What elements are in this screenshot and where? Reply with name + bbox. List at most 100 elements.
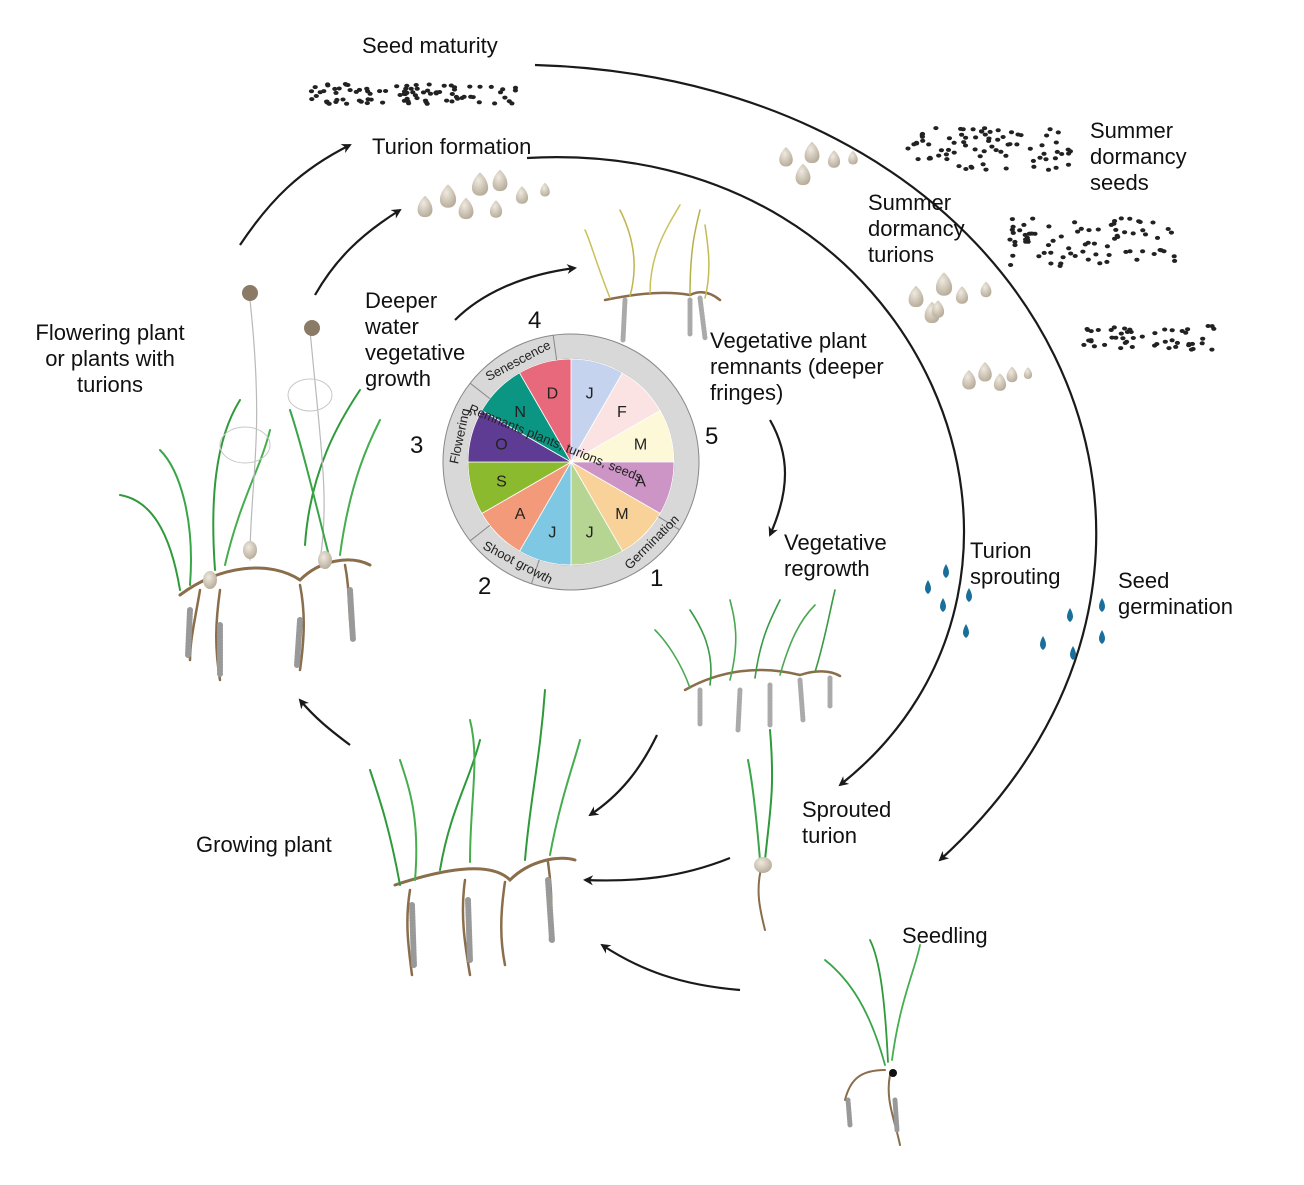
seed-dot	[444, 98, 450, 103]
seed-dot	[1057, 263, 1063, 268]
seed-dot	[451, 87, 458, 92]
arrow-to-turion-formation	[314, 208, 402, 296]
turion	[540, 182, 550, 197]
seed-dot	[1008, 130, 1015, 135]
seed-dot	[1150, 220, 1156, 225]
stage-number-3: 3	[410, 432, 424, 459]
seed-dot	[1031, 164, 1037, 169]
seed-dot	[982, 126, 988, 131]
seed-dot	[977, 154, 983, 159]
seed-dot	[414, 96, 420, 101]
seed-dot	[1088, 339, 1094, 344]
seed-dot	[1085, 257, 1091, 262]
seed-dot	[1162, 327, 1168, 332]
seed-dot	[919, 134, 926, 139]
seed-dot	[1008, 263, 1014, 267]
seed-dot	[1169, 328, 1175, 333]
arrow-regrowth-to-growing	[588, 734, 658, 817]
turion	[980, 281, 992, 298]
seed-dot	[1010, 224, 1016, 229]
month-letter: J	[586, 525, 594, 542]
seed-dot	[1173, 344, 1179, 349]
seed-dot	[1109, 335, 1115, 340]
seed-dot	[1199, 341, 1205, 346]
seed-dot	[1053, 165, 1059, 170]
seed-dot	[497, 90, 504, 95]
seed-dot	[404, 96, 410, 101]
seed-dot	[1183, 330, 1189, 335]
turion	[458, 197, 474, 220]
seed-dot	[1091, 344, 1097, 349]
turion	[827, 150, 841, 168]
seed-dot	[1046, 224, 1052, 229]
flowering-plant	[119, 285, 381, 682]
turion	[439, 184, 457, 208]
label-summer-dormancy-seeds: Summer dormancy seeds	[1090, 118, 1187, 195]
sprouted-turion-plant	[747, 729, 774, 931]
seed-dot	[943, 152, 950, 157]
month-letter: M	[634, 436, 647, 453]
seed-dot	[973, 135, 979, 140]
seed-dot	[336, 86, 342, 91]
seed-dot	[1118, 346, 1124, 351]
seedling-plant	[824, 939, 921, 1146]
seed-dot	[383, 89, 389, 93]
seed-dot	[1130, 231, 1136, 236]
seed-dot	[1014, 142, 1020, 147]
seed-dot	[454, 96, 461, 101]
seed-dot	[1029, 231, 1035, 236]
seed-dot	[365, 89, 371, 94]
arrow-to-seed-maturity	[239, 144, 352, 246]
seed-dot	[325, 83, 331, 88]
seed-cluster-summer-2	[1007, 216, 1178, 268]
seed-dot	[333, 90, 339, 95]
turion	[993, 373, 1007, 391]
seed-dot	[956, 164, 962, 169]
seed-dot	[425, 88, 431, 93]
stage-number-5: 5	[705, 423, 719, 450]
seed-dot	[946, 136, 953, 141]
seed-dot	[377, 89, 383, 94]
seed-dot	[1118, 216, 1124, 221]
cycle-arrows	[239, 63, 1098, 992]
arrow-seedling-to-growing	[600, 943, 741, 992]
seed-dot	[915, 157, 921, 162]
seed-dot	[1093, 252, 1099, 257]
seed-cluster-summer-3	[1081, 324, 1217, 352]
seed-dot	[321, 89, 327, 94]
month-letter: N	[514, 404, 526, 421]
seed-dot	[1052, 156, 1058, 161]
seed-dot	[1048, 250, 1054, 255]
seed-dot	[1053, 140, 1059, 145]
turion	[848, 150, 858, 165]
seed-dot	[1080, 249, 1086, 254]
seed-dot	[1054, 149, 1060, 154]
seed-dot	[1120, 336, 1126, 341]
seed-dot	[356, 87, 363, 92]
seed-dot	[1122, 230, 1128, 235]
seed-dot	[424, 101, 430, 106]
seed-dot	[1007, 237, 1013, 242]
seed-dot	[1139, 334, 1145, 339]
seed-dot	[324, 99, 330, 104]
month-letter: J	[586, 385, 594, 402]
seed-dot	[1142, 232, 1149, 237]
seed-dot	[1066, 246, 1072, 251]
seed-dot	[1113, 335, 1119, 340]
seed-dot	[963, 135, 969, 140]
seed-dot	[1157, 248, 1163, 252]
seed-dot	[365, 97, 371, 102]
month-letter: F	[617, 404, 627, 421]
seed-dot	[1095, 328, 1101, 332]
phase-divider	[658, 516, 680, 531]
seed-dot	[344, 101, 350, 106]
turion	[489, 200, 503, 218]
turion	[935, 272, 953, 296]
seed-dot	[983, 167, 989, 172]
seed-dot	[913, 140, 920, 145]
month-letter: S	[496, 474, 507, 491]
seed-dot	[477, 84, 483, 89]
turion	[471, 172, 489, 196]
seed-dot	[340, 97, 346, 102]
